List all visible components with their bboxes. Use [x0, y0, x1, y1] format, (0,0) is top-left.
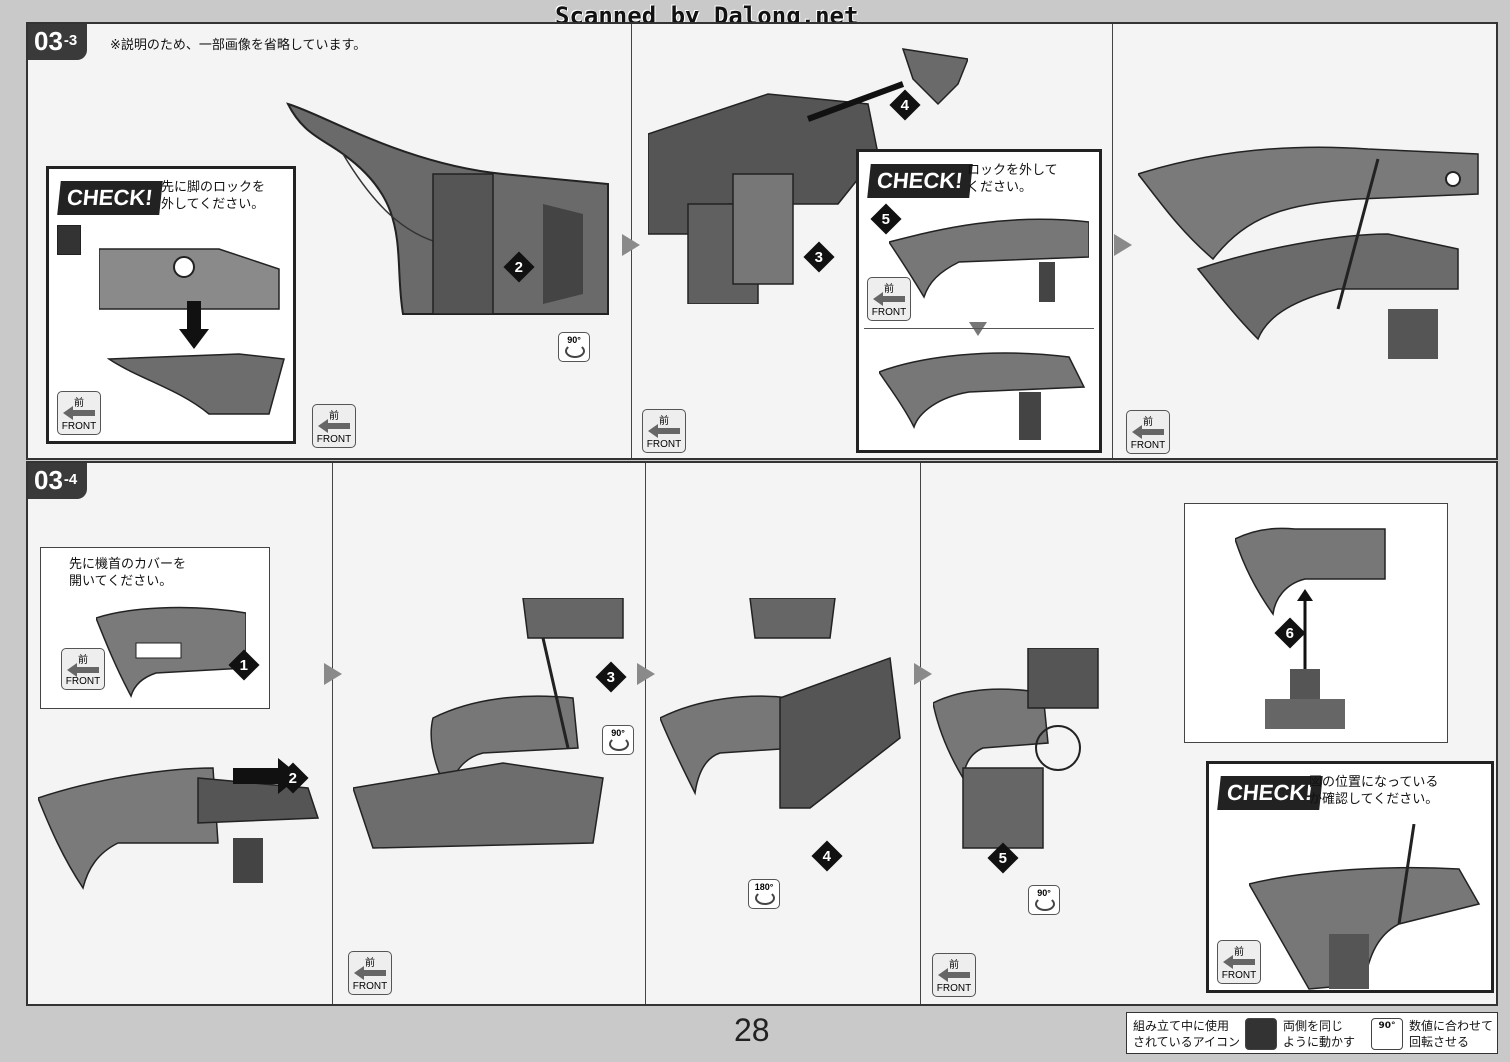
- rotate-90-icon: 90°: [558, 332, 590, 362]
- nose-cover-detail: [96, 606, 246, 698]
- page-number: 28: [734, 1012, 770, 1048]
- wing-locked-detail: [879, 352, 1086, 440]
- connection-detail-callout: 6: [1184, 503, 1448, 743]
- rotate-180-icon: 180°: [748, 879, 780, 909]
- check-label: CHECK!: [867, 164, 973, 198]
- panel-divider: [1112, 24, 1113, 458]
- peg-detail: [1235, 527, 1386, 729]
- next-step-arrow: [324, 663, 342, 685]
- panel-divider: [920, 463, 921, 1004]
- legend-both-sides: 両側を同じ ように動かす: [1283, 1019, 1356, 1049]
- step-03-3-panel: 03-3 ※説明のため、一部画像を省略しています。 CHECK! 先に脚のロック…: [26, 22, 1498, 501]
- check-instruction: 図の位置になっている か確認してください。: [1309, 775, 1439, 807]
- panel-divider: [332, 463, 333, 1004]
- legend-rotate: 数値に合わせて 回転させる: [1409, 1019, 1494, 1049]
- rotate-90-icon: 90°: [1028, 885, 1060, 915]
- next-step-arrow: [914, 663, 932, 685]
- divider-line: [864, 328, 1094, 329]
- both-sides-icon: [1245, 1018, 1277, 1050]
- check-instruction: ロックを外して ください。: [967, 163, 1058, 195]
- check-label: CHECK!: [57, 181, 163, 215]
- leg-lock-detail: [99, 248, 285, 415]
- step-number-4: 4: [811, 840, 843, 872]
- leg-assembly-illustration: [648, 48, 968, 304]
- rotate-body-illustration: [660, 598, 901, 809]
- step-badge: 03-3: [28, 24, 88, 60]
- both-sides-icon: [57, 225, 81, 255]
- position-check-detail: [1249, 824, 1481, 990]
- legend-title: 組み立て中に使用 されているアイコン: [1133, 1019, 1241, 1049]
- next-step-arrow: [637, 663, 655, 685]
- next-step-arrow: [1114, 234, 1132, 256]
- check-label: CHECK!: [1217, 776, 1323, 810]
- rotate-icon: 90°: [1371, 1018, 1403, 1050]
- icon-legend: 組み立て中に使用 されているアイコン 両側を同じ ように動かす 90° 数値に合…: [1126, 1012, 1498, 1054]
- callout-instruction: 先に機首のカバーを 開いてください。: [69, 557, 187, 589]
- unfolded-wing-illustration: [1138, 146, 1479, 359]
- nose-section-illustration: [38, 758, 320, 890]
- panel-divider: [645, 463, 646, 1004]
- step-badge: 03-4: [28, 463, 88, 499]
- down-arrow: [969, 322, 987, 336]
- check-instruction: 先に脚のロックを 外してください。: [161, 180, 266, 212]
- next-step-arrow: [622, 234, 640, 256]
- fighter-nose-illustration: [286, 102, 609, 315]
- fold-nose-illustration: [353, 598, 624, 849]
- omission-note: ※説明のため、一部画像を省略しています。: [110, 38, 367, 53]
- rotate-90-icon: 90°: [602, 725, 634, 755]
- wing-unlock-detail: [889, 218, 1089, 302]
- attach-nose-illustration: [933, 648, 1099, 849]
